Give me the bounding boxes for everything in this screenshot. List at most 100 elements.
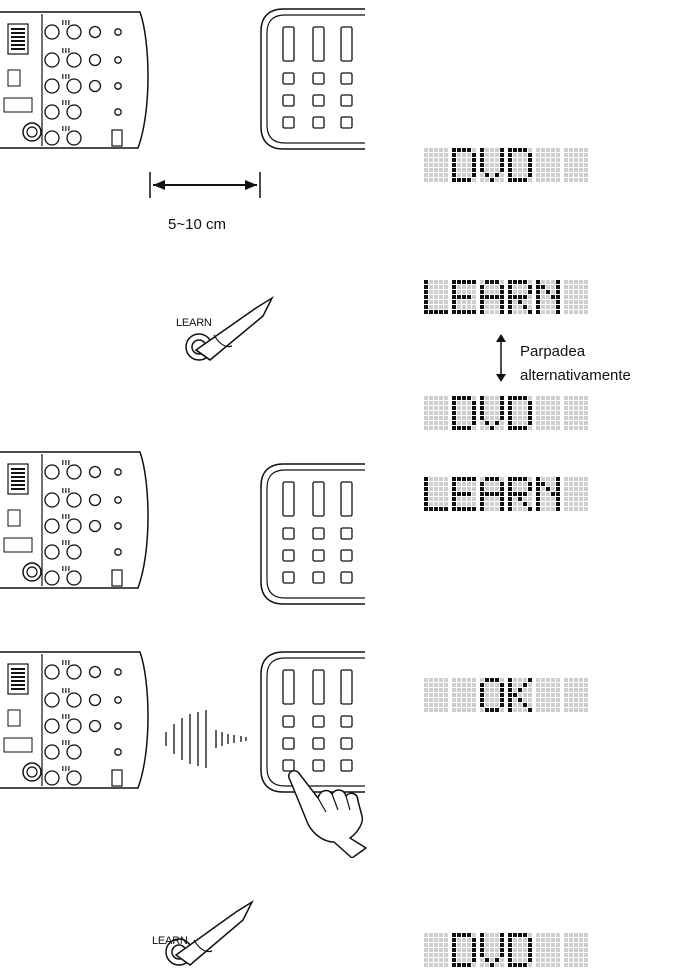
dot-off bbox=[444, 158, 448, 162]
dot-off bbox=[513, 943, 517, 947]
dot-off bbox=[467, 943, 471, 947]
dot-on bbox=[528, 310, 532, 314]
dot-off bbox=[541, 502, 545, 506]
dot-off bbox=[434, 948, 438, 952]
dot-off bbox=[569, 698, 573, 702]
dot-off bbox=[546, 933, 550, 937]
dot-off bbox=[444, 688, 448, 692]
dot-on bbox=[467, 426, 471, 430]
dot-off bbox=[429, 492, 433, 496]
dot-off bbox=[584, 426, 588, 430]
dot-off bbox=[574, 698, 578, 702]
dot-off bbox=[434, 421, 438, 425]
dot-off bbox=[495, 933, 499, 937]
dot-off bbox=[569, 482, 573, 486]
dot-on bbox=[523, 933, 527, 937]
dot-off bbox=[551, 953, 555, 957]
dot-off bbox=[579, 285, 583, 289]
dot-off bbox=[518, 406, 522, 410]
dot-on bbox=[500, 411, 504, 415]
dot-on bbox=[452, 963, 456, 967]
dot-off bbox=[462, 487, 466, 491]
dot-off bbox=[429, 290, 433, 294]
dot-off bbox=[485, 943, 489, 947]
dot-off bbox=[551, 280, 555, 284]
dot-off bbox=[528, 178, 532, 182]
dot-off bbox=[569, 148, 573, 152]
dot-off bbox=[434, 158, 438, 162]
dot-off bbox=[551, 401, 555, 405]
learning-remote bbox=[260, 651, 365, 793]
dot-on bbox=[556, 295, 560, 299]
dot-off bbox=[513, 158, 517, 162]
dot-on bbox=[500, 406, 504, 410]
dot-on bbox=[424, 492, 428, 496]
dot-off bbox=[564, 178, 568, 182]
dot-off bbox=[490, 163, 494, 167]
dot-off bbox=[546, 938, 550, 942]
dot-off bbox=[457, 421, 461, 425]
dot-off bbox=[462, 688, 466, 692]
dot-on bbox=[500, 948, 504, 952]
dot-off bbox=[444, 948, 448, 952]
dot-off bbox=[495, 948, 499, 952]
dot-on bbox=[508, 305, 512, 309]
dot-off bbox=[536, 173, 540, 177]
dot-off bbox=[490, 310, 494, 314]
dot-off bbox=[485, 305, 489, 309]
dot-off bbox=[472, 933, 476, 937]
dot-off bbox=[584, 933, 588, 937]
dot-on bbox=[495, 678, 499, 682]
dot-off bbox=[490, 502, 494, 506]
dot-off bbox=[541, 703, 545, 707]
dot-off bbox=[513, 285, 517, 289]
dot-off bbox=[485, 482, 489, 486]
dot-off bbox=[546, 163, 550, 167]
dot-on bbox=[452, 482, 456, 486]
dot-on bbox=[528, 285, 532, 289]
dot-off bbox=[467, 497, 471, 501]
dot-on bbox=[508, 285, 512, 289]
dot-off bbox=[569, 305, 573, 309]
dot-on bbox=[536, 497, 540, 501]
learn-button-label: LEARN bbox=[152, 935, 188, 947]
dot-off bbox=[429, 482, 433, 486]
dot-on bbox=[472, 163, 476, 167]
dot-off bbox=[485, 933, 489, 937]
dot-on bbox=[513, 933, 517, 937]
dot-on bbox=[523, 396, 527, 400]
dot-off bbox=[462, 411, 466, 415]
dot-on bbox=[467, 963, 471, 967]
receiver-remote bbox=[0, 11, 149, 149]
remote-key bbox=[312, 715, 325, 728]
dot-off bbox=[513, 416, 517, 420]
dot-off bbox=[579, 396, 583, 400]
dot-off bbox=[457, 703, 461, 707]
remote-input-button bbox=[66, 544, 82, 560]
dot-off bbox=[424, 693, 428, 697]
dot-off bbox=[556, 426, 560, 430]
dot-off bbox=[513, 290, 517, 294]
dot-off bbox=[467, 953, 471, 957]
dot-on bbox=[472, 948, 476, 952]
dot-on bbox=[467, 396, 471, 400]
dot-off bbox=[495, 158, 499, 162]
dot-on bbox=[495, 477, 499, 481]
dot-off bbox=[457, 305, 461, 309]
remote-key bbox=[312, 527, 325, 540]
dot-on bbox=[452, 153, 456, 157]
dot-off bbox=[490, 158, 494, 162]
dot-on bbox=[523, 492, 527, 496]
dot-off bbox=[485, 693, 489, 697]
dot-off bbox=[439, 153, 443, 157]
dot-on bbox=[556, 492, 560, 496]
dot-off bbox=[574, 507, 578, 511]
dot-off bbox=[541, 487, 545, 491]
dot-off bbox=[429, 708, 433, 712]
dot-off bbox=[574, 688, 578, 692]
dot-off bbox=[523, 698, 527, 702]
dot-off bbox=[439, 693, 443, 697]
dot-on bbox=[508, 507, 512, 511]
dot-on bbox=[472, 401, 476, 405]
dot-off bbox=[579, 173, 583, 177]
